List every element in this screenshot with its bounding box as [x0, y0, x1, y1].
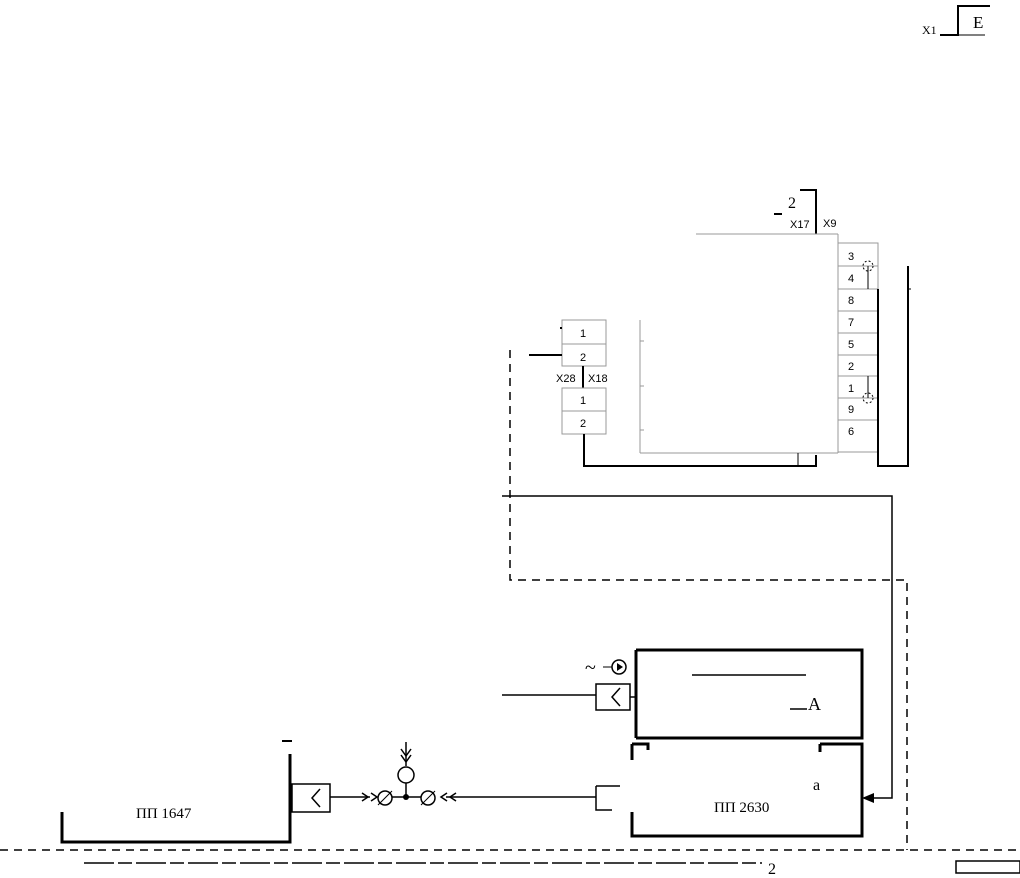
lower-box-code: ПП 2630: [714, 800, 769, 816]
connector-x9-label: X9: [823, 218, 836, 230]
sensor-icon: [377, 790, 393, 806]
arrow-down-icon: [400, 754, 412, 764]
block-number: 2: [788, 195, 796, 212]
x9-terminal: 5: [848, 339, 854, 351]
arrow-left-icon: [439, 792, 448, 802]
connector-x28-label: X28: [556, 373, 576, 385]
caption-area: 2: [84, 860, 1020, 878]
title-stamp-corner: [955, 860, 1020, 874]
power-input-icon: [611, 659, 627, 675]
lower-box-tail: a: [813, 777, 820, 794]
device-left: ПП 1647: [60, 740, 331, 844]
connector-x17-label: X17: [790, 219, 810, 231]
connector-x1-letter: E: [973, 13, 983, 32]
chevron-left-icon: [310, 788, 321, 808]
arrow-left-icon: [448, 792, 457, 802]
ac-symbol: ~: [585, 657, 596, 679]
device-lower: a ПП 2630: [595, 742, 864, 838]
x9-terminal: 9: [848, 404, 854, 416]
x9-terminal: 4: [848, 273, 854, 285]
dashed-boundaries: [0, 350, 1020, 851]
left-terminal-blocks: 1 2 X28 X18 1 2: [529, 319, 608, 435]
x9-terminal: 2: [848, 361, 854, 373]
upper-box-text: A: [808, 694, 821, 714]
connector-x1-label: X1: [922, 23, 937, 37]
caption-tail: 2: [768, 861, 776, 878]
x9-terminal: 6: [848, 426, 854, 438]
flow-elements: [330, 742, 457, 806]
x9-terminal: 7: [848, 317, 854, 329]
left-box-code: ПП 1647: [136, 806, 192, 822]
sensor-icon: [420, 790, 436, 806]
x9-terminal-strip: 3 4 8 7 5 2 1 9 6: [837, 242, 911, 467]
arrow-right-icon: [370, 792, 379, 802]
control-block: 2 X17 X9: [639, 189, 839, 454]
x9-terminal: 1: [848, 383, 854, 395]
wires: [446, 434, 893, 803]
terminal-x18-2: 2: [580, 418, 586, 430]
arrow-right-icon: [361, 792, 370, 802]
connector-x1: X1 E: [922, 5, 990, 37]
terminal-x18-1: 1: [580, 395, 586, 407]
x9-terminal: 8: [848, 295, 854, 307]
gauge-icon: [397, 766, 415, 784]
chevron-left-icon: [610, 687, 621, 707]
x9-terminal: 3: [848, 251, 854, 263]
terminal-x28-1: 1: [580, 328, 586, 340]
arrow-head-icon: [862, 793, 874, 803]
terminal-x28-2: 2: [580, 352, 586, 364]
device-upper: ~ A: [585, 648, 864, 740]
connector-x18-label: X18: [588, 373, 608, 385]
